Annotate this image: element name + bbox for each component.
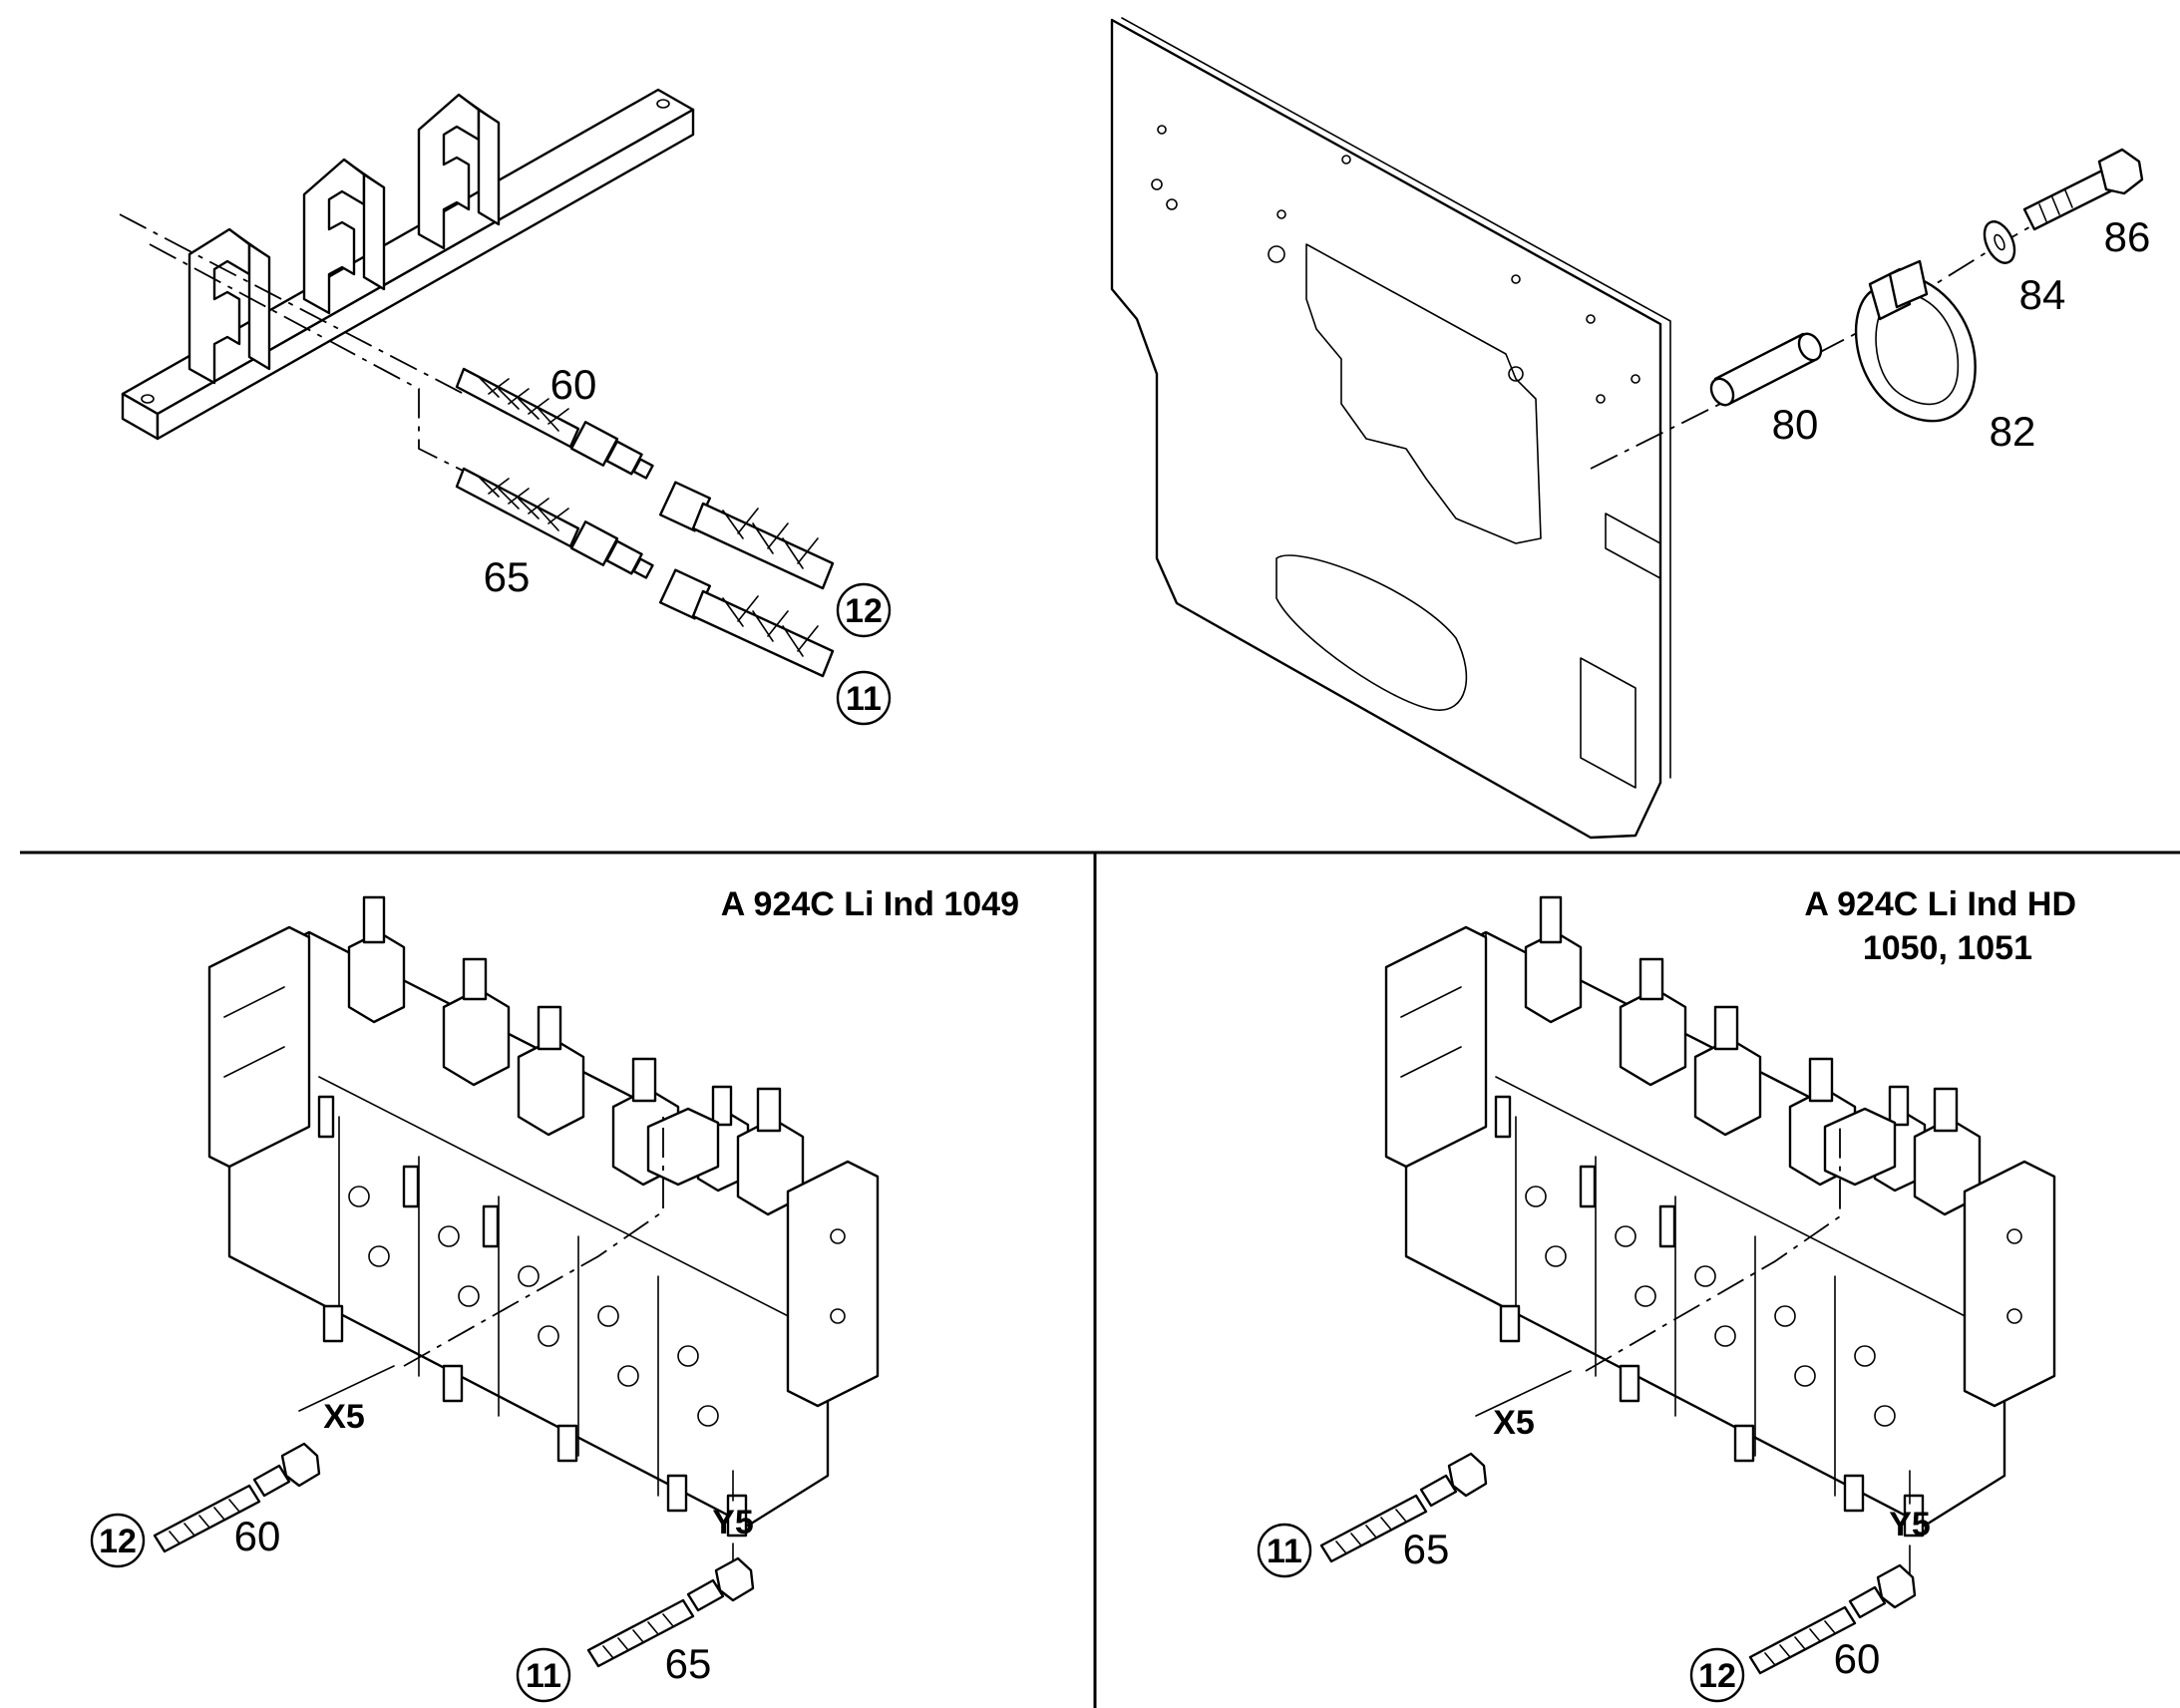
port-label-y5: Y5 [1889, 1506, 1931, 1543]
control-valve-block [207, 895, 880, 1537]
spacer-80 [1709, 332, 1823, 407]
fitting-11 [658, 568, 835, 678]
x5-leader-line [298, 1365, 395, 1412]
clamp-block-2 [302, 158, 386, 315]
callout-65: 65 [665, 1640, 712, 1687]
fitting-12 [658, 481, 835, 590]
callout-65: 65 [484, 553, 531, 600]
port-label-x5: X5 [1493, 1404, 1535, 1442]
x5-leader-line [1475, 1370, 1572, 1417]
callout-circle-12 [90, 1513, 146, 1568]
callout-circle-12 [836, 582, 892, 638]
port-x5-leader [403, 1117, 664, 1367]
panel-title-line1: A 924C Li Ind HD [1804, 885, 2076, 923]
clamp-block-1 [187, 227, 271, 385]
callout-ref-11: 11 [846, 680, 882, 718]
port-label-x5: X5 [323, 1398, 365, 1436]
callout-60: 60 [1834, 1635, 1881, 1682]
callout-82: 82 [1990, 408, 2036, 455]
callout-ref-11: 11 [526, 1657, 561, 1695]
callout-60: 60 [550, 361, 597, 408]
callout-60: 60 [234, 1513, 281, 1559]
callout-circle-12 [1689, 1647, 1745, 1703]
callout-80: 80 [1772, 401, 1819, 448]
port-x5-leader [1585, 1122, 1841, 1372]
callout-circle-11 [516, 1647, 571, 1703]
callout-ref-11: 11 [1267, 1533, 1302, 1570]
callout-ref-12: 12 [845, 592, 883, 630]
bottom-left-panel: A 924C Li Ind 1049 X5 Y5 12 60 11 65 [90, 885, 1019, 1703]
control-valve-block [1384, 895, 2056, 1537]
hose-centerline-1 [119, 213, 465, 395]
panel-title-line2: 1050, 1051 [1863, 929, 2032, 967]
callout-ref-12: 12 [99, 1523, 137, 1560]
top-right-panel: 80 82 84 86 [1110, 17, 2151, 840]
panel-title: A 924C Li Ind 1049 [721, 885, 1019, 923]
clamp-block-3 [417, 93, 501, 250]
bolt-86 [2022, 148, 2144, 231]
callout-ref-12: 12 [1698, 1657, 1736, 1695]
hose-60 [455, 367, 654, 480]
callout-circle-11 [836, 670, 892, 726]
mounting-plate [1110, 17, 1671, 840]
callout-84: 84 [2019, 271, 2066, 318]
clamp-82 [1855, 259, 1977, 423]
washer-84 [1983, 220, 2016, 264]
callout-circle-11 [1257, 1523, 1312, 1578]
hose-65 [455, 467, 654, 579]
hose-60-install [1748, 1563, 1917, 1675]
top-left-panel: 60 65 12 11 [119, 88, 892, 726]
bottom-right-panel: A 924C Li Ind HD 1050, 1051 X5 Y5 11 65 … [1257, 885, 2076, 1703]
hose-centerline-2 [149, 243, 480, 480]
callout-65: 65 [1403, 1526, 1450, 1572]
callout-86: 86 [2104, 213, 2151, 260]
port-label-y5: Y5 [712, 1504, 754, 1541]
